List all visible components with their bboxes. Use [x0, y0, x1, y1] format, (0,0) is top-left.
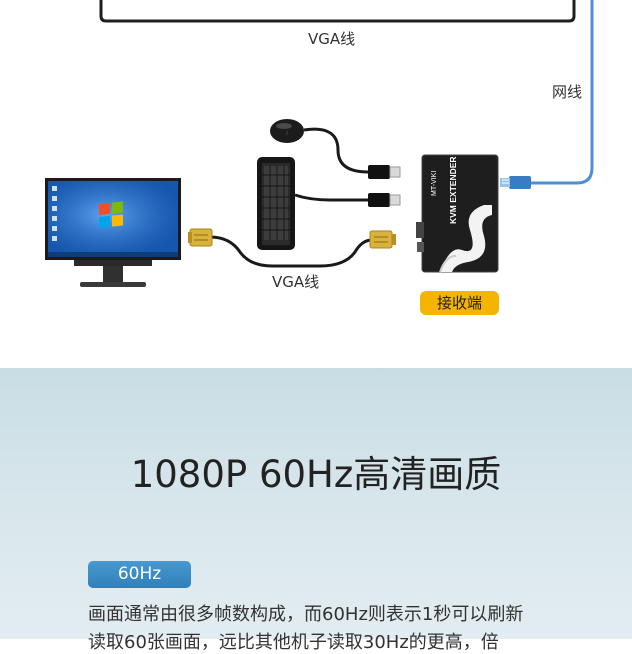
vga-cable: [209, 235, 373, 268]
rj45-plug: [500, 176, 531, 189]
vga-top-label: VGA线: [308, 30, 356, 48]
diagram-canvas: MT-VIKI KVM EXTENDER: [45, 0, 594, 287]
connection-diagram: MT-VIKI KVM EXTENDER VGA线 网线 VGA线 接收端: [45, 0, 594, 315]
top-monitor-frame: [99, 0, 576, 23]
feature-headline: 1080P 60Hz高清画质: [130, 453, 502, 496]
receiver-badge: 接收端: [420, 291, 499, 315]
vga-connector-left: [188, 228, 213, 247]
keyboard: [257, 157, 295, 250]
network-cable: [530, 0, 594, 185]
vga-bottom-label: VGA线: [272, 273, 320, 291]
kvm-receiver: MT-VIKI KVM EXTENDER: [416, 154, 499, 273]
usb-plug-1: [368, 165, 401, 179]
feature-pill: 60Hz: [88, 561, 191, 588]
keyboard-cable: [294, 193, 368, 202]
network-label: 网线: [552, 83, 583, 101]
device-model-text: KVM EXTENDER: [448, 156, 458, 224]
feature-paragraph-line-2: 读取60张画面，远比其他机子读取30Hz的更高，倍: [88, 632, 499, 653]
vga-connector-right: [369, 230, 396, 249]
feature-section: 1080P 60Hz高清画质 60Hz 画面通常由很多帧数构成，而60Hz则表示…: [0, 368, 632, 653]
mouse-cable: [303, 127, 369, 174]
device-brand-text: MT-VIKI: [431, 171, 438, 196]
mouse: [270, 119, 304, 143]
usb-plug-2: [368, 193, 401, 207]
pc-monitor: [45, 178, 181, 287]
receiver-badge-text: 接收端: [436, 294, 482, 312]
feature-paragraph-line-1: 画面通常由很多帧数构成，而60Hz则表示1秒可以刷新: [88, 604, 524, 625]
